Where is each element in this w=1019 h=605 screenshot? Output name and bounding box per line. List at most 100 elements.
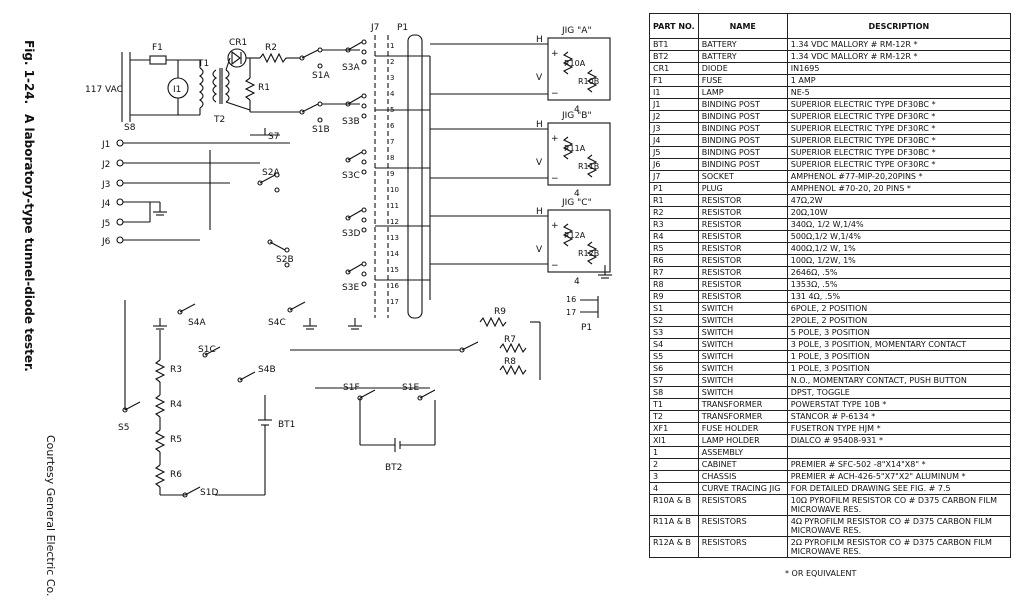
part-desc-cell: PREMIER # SFC-502 -8"X14"X8" * [786, 458, 1012, 471]
part-no-cell: J3 [649, 122, 699, 135]
connector-pin-number: 15 [390, 266, 399, 274]
r12b-label: R12B [578, 249, 599, 258]
figure-caption: Fig. 1-24. A laboratory-type tunnel-diod… [22, 40, 57, 600]
pin-16-label: 16 [566, 295, 576, 304]
j1-label: J1 [101, 140, 110, 150]
part-no-cell: R6 [649, 254, 699, 267]
s1c-label: S1C [198, 345, 216, 355]
part-name-cell: RESISTORS [697, 515, 788, 537]
part-desc-cell: 1.34 VDC MALLORY # RM-12R * [786, 50, 1012, 63]
part-name-cell: RESISTOR [697, 278, 788, 291]
r12a-label: R12A [564, 231, 586, 240]
part-no-cell: 2 [649, 458, 699, 471]
fuse-label: F1 [152, 43, 163, 53]
part-no-cell: I1 [649, 86, 699, 99]
part-no-cell: T1 [649, 398, 699, 411]
part-no-cell: F1 [649, 74, 699, 87]
part-name-cell: RESISTOR [697, 290, 788, 303]
j2-label: J2 [101, 160, 110, 170]
part-desc-cell: 340Ω, 1/2 W,1/4% [786, 218, 1012, 231]
figure-label: Fig. 1-24. [22, 40, 36, 105]
part-name-cell: BINDING POST [697, 134, 788, 147]
part-no-cell: S4 [649, 338, 699, 351]
s7-label: S7 [268, 132, 279, 142]
part-name-cell: RESISTOR [697, 218, 788, 231]
part-no-cell: 1 [649, 446, 699, 459]
part-name-cell: ASSEMBLY [697, 446, 788, 459]
part-no-cell: R1 [649, 194, 699, 207]
part-no-cell: S2 [649, 314, 699, 327]
part-no-cell: R4 [649, 230, 699, 243]
part-no-cell: R5 [649, 242, 699, 255]
part-name-cell: LAMP HOLDER [697, 434, 788, 447]
part-name-cell: SWITCH [697, 374, 788, 387]
bt2-label: BT2 [385, 463, 402, 473]
p1-label: P1 [397, 23, 408, 33]
part-desc-cell: STANCOR # P-6134 * [786, 410, 1012, 423]
r3-label: R3 [170, 365, 182, 375]
jig-b-plus-label: + [551, 134, 559, 144]
lamp-label: I1 [173, 85, 181, 95]
part-desc-cell: AMPHENOL #70-20, 20 PINS * [786, 182, 1012, 195]
part-desc-cell: 400Ω,1/2 W, 1% [786, 242, 1012, 255]
part-name-cell: FUSE [697, 74, 788, 87]
s1e-label: S1E [402, 383, 419, 393]
part-no-cell: BT2 [649, 50, 699, 63]
part-name-cell: SWITCH [697, 302, 788, 315]
part-name-cell: TRANSFORMER [697, 410, 788, 423]
s2b-label: S2B [276, 255, 294, 265]
part-no-cell: J5 [649, 146, 699, 159]
part-desc-cell: NE-5 [786, 86, 1012, 99]
part-name-cell: RESISTORS [697, 494, 788, 516]
jig-b-h-label: H [536, 120, 543, 130]
part-no-cell: S8 [649, 386, 699, 399]
r11b-label: R11B [578, 162, 599, 171]
connector-pin-number: 7 [390, 138, 394, 146]
part-no-cell: BT1 [649, 38, 699, 51]
jig-b-minus-label: − [551, 174, 559, 184]
connector-pin-number: 10 [390, 186, 399, 194]
r5-label: R5 [170, 435, 182, 445]
part-desc-cell: N.O., MOMENTARY CONTACT, PUSH BUTTON [786, 374, 1012, 387]
part-desc-cell: SUPERIOR ELECTRIC TYPE DF30RC * [786, 110, 1012, 123]
jig-a-label: JIG "A" [561, 26, 592, 36]
s1f-label: S1F [343, 383, 360, 393]
part-no-cell: S7 [649, 374, 699, 387]
jig-c-four-label: 4 [574, 277, 580, 287]
part-name-cell: FUSE HOLDER [697, 422, 788, 435]
part-desc-cell: 100Ω, 1/2W, 1% [786, 254, 1012, 267]
r10a-label: R10A [564, 59, 586, 68]
table-footnote: * OR EQUIVALENT [785, 569, 857, 578]
part-desc-cell: 131 4Ω, .5% [786, 290, 1012, 303]
part-no-cell: R10A & B [649, 494, 699, 516]
part-name-cell: DIODE [697, 62, 788, 75]
part-no-cell: S5 [649, 350, 699, 363]
part-desc-cell: 500Ω,1/2 W,1/4% [786, 230, 1012, 243]
part-no-cell: 4 [649, 482, 699, 495]
pin-17-label: 17 [566, 308, 576, 317]
part-name-cell: SWITCH [697, 386, 788, 399]
jig-c-minus-label: − [551, 261, 559, 271]
jig-c-h-label: H [536, 207, 543, 217]
part-desc-cell: 2Ω PYROFILM RESISTOR CO # D375 CARBON FI… [786, 536, 1012, 558]
tunnel-diode-tester-schematic: 117 VAC F1 I1 T1 T2 CR1 R1 R2 S8 S1A S1B… [85, 23, 612, 498]
part-no-cell: R7 [649, 266, 699, 279]
jig-c-v-label: V [536, 245, 543, 255]
part-name-cell: CHASSIS [697, 470, 788, 483]
part-desc-cell: 3 POLE, 3 POSITION, MOMENTARY CONTACT [786, 338, 1012, 351]
